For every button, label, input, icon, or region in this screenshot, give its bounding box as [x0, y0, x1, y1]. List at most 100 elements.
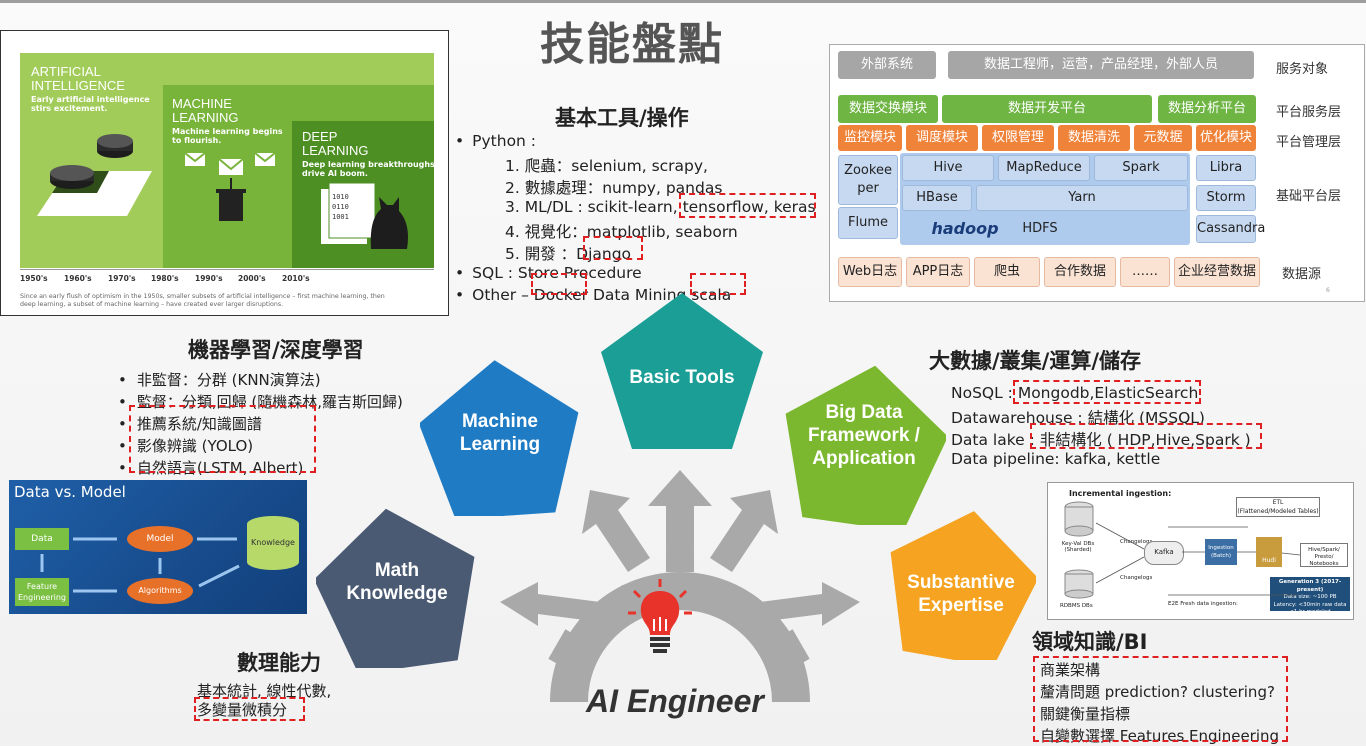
mapreduce-box: MapReduce — [998, 155, 1090, 181]
service-target-label: 服务对象 — [1276, 62, 1329, 77]
hudi-node: Hudi — [1256, 537, 1282, 567]
data-vs-model-title: Data vs. Model — [14, 483, 126, 501]
feature-engineering-node: Feature Engineering — [15, 578, 69, 606]
ingestion-batch-node: Ingestion (Batch) — [1205, 539, 1237, 565]
flow-arrows-icon — [40, 537, 240, 593]
svg-text:1010: 1010 — [332, 193, 349, 201]
base-platform-label: 基础平台层 — [1276, 189, 1342, 204]
cassandra-box: Cassandra — [1196, 215, 1265, 243]
users-box: 数据工程师，运营，产品经理，外部人员 — [948, 51, 1254, 79]
ai-engineer-label: AI Engineer — [586, 683, 764, 719]
highlight-datalake — [1030, 423, 1262, 449]
platform-mgmt-label: 平台管理层 — [1276, 135, 1342, 150]
gear-arrows-graphic — [500, 470, 860, 702]
math-line-2: 多變量微積分 — [197, 701, 288, 719]
rdbms-icon — [1064, 569, 1094, 599]
svg-text:1001: 1001 — [332, 213, 349, 221]
page-title: 技能盤點 — [540, 19, 724, 70]
ingestion-title: Incremental ingestion: — [1069, 489, 1172, 498]
web-log-box: Web日志 — [838, 257, 902, 287]
flume-box: Flume — [838, 207, 898, 239]
incremental-ingestion-image: Incremental ingestion: ETL(Flattened/Mod… — [1047, 482, 1354, 620]
external-system-box: 外部系统 — [838, 51, 936, 79]
highlight-nosql — [1013, 380, 1201, 404]
crawler-box: 爬虫 — [974, 257, 1040, 287]
timeline-caption: Since an early flush of optimism in the … — [20, 293, 385, 308]
algorithms-node: Algorithms — [127, 578, 193, 604]
monitor-box: 监控模块 — [838, 125, 902, 151]
bigdata-heading-text: 大數據/叢集/運算/儲存 — [929, 349, 1142, 373]
storm-box: Storm — [1196, 185, 1256, 211]
fresh-ingestion-label: E2E Fresh data ingestion: — [1168, 601, 1238, 607]
spark-box: Spark — [1094, 155, 1188, 181]
data-source-label: 数据源 — [1282, 267, 1322, 282]
svg-text:0110: 0110 — [332, 203, 349, 211]
highlight-domain — [1033, 656, 1288, 742]
bigdata-skill-list: NoSQL : Mongodb,ElasticSearch Datawareho… — [951, 384, 1251, 468]
zookeeper-box: Zookee per — [838, 155, 898, 205]
window-top-border — [0, 0, 1366, 3]
data-exchange-box: 数据交换模块 — [838, 95, 938, 123]
highlight-docker — [531, 273, 587, 295]
pentagon-basic-tools: Basic Tools — [601, 293, 763, 449]
permission-box: 权限管理 — [982, 125, 1054, 151]
database-icon — [1064, 501, 1094, 537]
spam-filter-icon — [184, 152, 276, 221]
data-cleaning-box: 数据清洗 — [1058, 125, 1130, 151]
platform-service-label: 平台服务层 — [1276, 105, 1342, 120]
data-dev-platform-box: 数据开发平台 — [942, 95, 1152, 123]
generation-box: Generation 3 (2017-present) Data size: ~… — [1270, 577, 1350, 615]
app-log-box: APP日志 — [906, 257, 970, 287]
hadoop-architecture-image: 外部系统 数据工程师，运营，产品经理，外部人员 服务对象 数据交换模块 数据开发… — [829, 44, 1365, 302]
math-line-1: 基本統計, 線性代數, — [197, 682, 332, 700]
data-node: Data — [15, 528, 69, 550]
highlight-scala — [690, 273, 746, 295]
model-node: Model — [127, 526, 193, 552]
hive-spark-node: Hive/Spark/ Presto/ Notebooks — [1300, 543, 1348, 567]
lightbulb-icon — [628, 579, 692, 653]
cat-recognition-icon: 1010 0110 1001 — [321, 182, 408, 249]
highlight-ml-advanced — [129, 405, 316, 473]
hive-box: Hive — [902, 155, 994, 181]
highlight-calculus — [194, 697, 305, 721]
changelogs-label-2: Changelogs — [1120, 575, 1153, 581]
etl-box: ETL(Flattened/Modeled Tables) — [1236, 497, 1320, 517]
data-analysis-platform-box: 数据分析平台 — [1158, 95, 1256, 123]
math-heading-text: 數理能力 — [237, 651, 321, 675]
slide-page-number: 6 — [1326, 287, 1330, 294]
knowledge-node: Knowledge — [247, 516, 299, 570]
rdbms-label: RDBMS DBs — [1060, 603, 1093, 609]
hadoop-logo: hadoop — [931, 219, 999, 238]
highlight-tensorflow — [679, 193, 816, 218]
hdfs-label: HDFS — [1022, 221, 1058, 236]
enterprise-data-box: 企业经营数据 — [1174, 257, 1260, 287]
yarn-box: Yarn — [976, 185, 1188, 211]
kafka-node: Kafka — [1144, 541, 1184, 565]
metadata-box: 元数据 — [1134, 125, 1192, 151]
domain-heading-text: 領域知識/BI — [1032, 630, 1148, 654]
pentagon-basic-tools-label: Basic Tools — [629, 367, 735, 388]
timeline-axis — [20, 269, 434, 270]
checkers-icon — [37, 134, 152, 216]
more-sources-box: …… — [1120, 257, 1170, 287]
kv-db-label: Key-Val DBs (Sharded) — [1061, 541, 1095, 553]
hbase-box: HBase — [902, 185, 972, 211]
data-vs-model-image: Data vs. Model Data Model Knowledge Feat… — [9, 480, 307, 614]
scheduler-box: 调度模块 — [906, 125, 978, 151]
highlight-django — [583, 236, 643, 260]
